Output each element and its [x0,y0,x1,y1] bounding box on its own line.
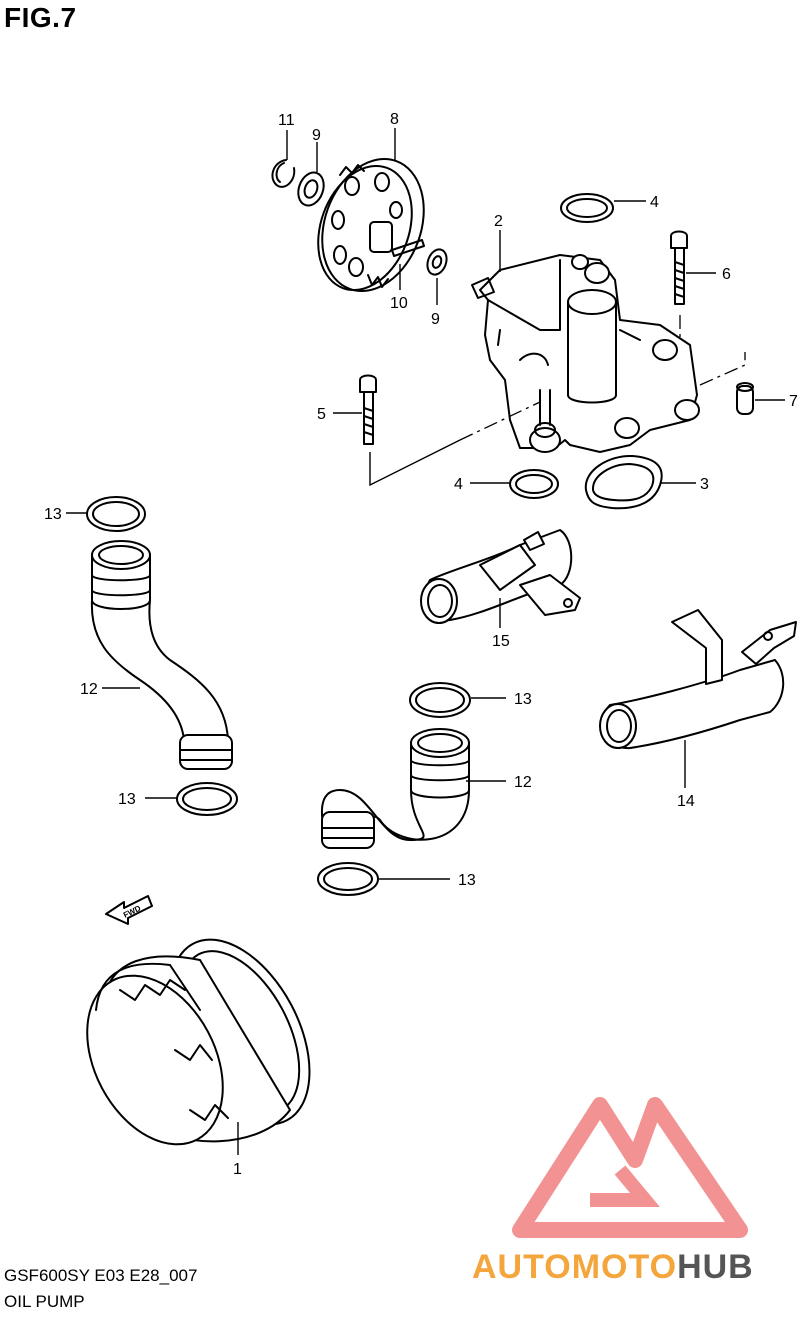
part-11-circlip [271,159,296,188]
callout-13-b: 13 [118,791,136,808]
callout-3: 3 [700,476,709,493]
catalog-code: GSF600SY E03 E28_007 [4,1266,198,1285]
callout-15: 15 [492,633,510,650]
part-12-oil-pipe-middle [321,728,470,849]
callout-12-left: 12 [80,681,98,698]
part-5-bolt [359,374,377,445]
part-13-o-ring-a [86,496,146,532]
figure-title: FIG.7 [4,2,77,33]
triangle-logo-icon [512,1097,748,1238]
part-8-driven-gear [317,158,425,292]
callout-13-d: 13 [458,872,476,889]
part-7-dowel [736,382,754,415]
callout-4-upper: 4 [650,194,659,211]
part-2-oil-pump-body [471,254,700,453]
callout-11: 11 [278,112,295,129]
callout-5: 5 [317,406,326,423]
fwd-arrow-icon: FWD [105,895,153,925]
section-name: OIL PUMP [4,1292,85,1311]
part-13-o-ring-c [409,682,471,718]
callout-9-lower: 9 [431,311,440,328]
part-4-o-ring-lower [509,469,559,499]
watermark-text-hub: HUB [677,1248,754,1285]
fwd-label: FWD [122,904,143,920]
callout-1: 1 [233,1161,242,1178]
part-12-oil-pipe-left [90,540,233,770]
part-9-washer-upper [297,171,325,207]
part-13-o-ring-b [176,782,238,816]
callout-9-upper: 9 [312,127,321,144]
automotohub-watermark-logo: AUTOMOTOHUB [472,1097,754,1285]
callout-2: 2 [494,213,503,230]
callout-6: 6 [722,266,731,283]
callout-7: 7 [789,393,798,410]
part-13-o-ring-d [317,862,379,896]
part-6-bolt [670,230,688,305]
part-4-o-ring-upper [560,193,614,223]
callout-4-lower: 4 [454,476,463,493]
part-14-pipe-with-bracket [599,609,797,750]
part-1-oil-filter [86,938,311,1146]
part-15-pipe-with-bracket [420,529,581,624]
callout-10: 10 [390,295,408,312]
callout-14: 14 [677,793,695,810]
part-3-gasket [584,454,663,510]
callout-8: 8 [390,111,399,128]
svg-text:AUTOMOTOHUB: AUTOMOTOHUB [472,1248,754,1285]
part-10-pin [391,239,425,257]
callout-13-c: 13 [514,691,532,708]
callout-13-a: 13 [44,506,62,523]
watermark-text-automoto: AUTOMOTO [472,1248,677,1285]
part-9-washer-lower [426,248,448,276]
callout-12-middle: 12 [514,774,532,791]
